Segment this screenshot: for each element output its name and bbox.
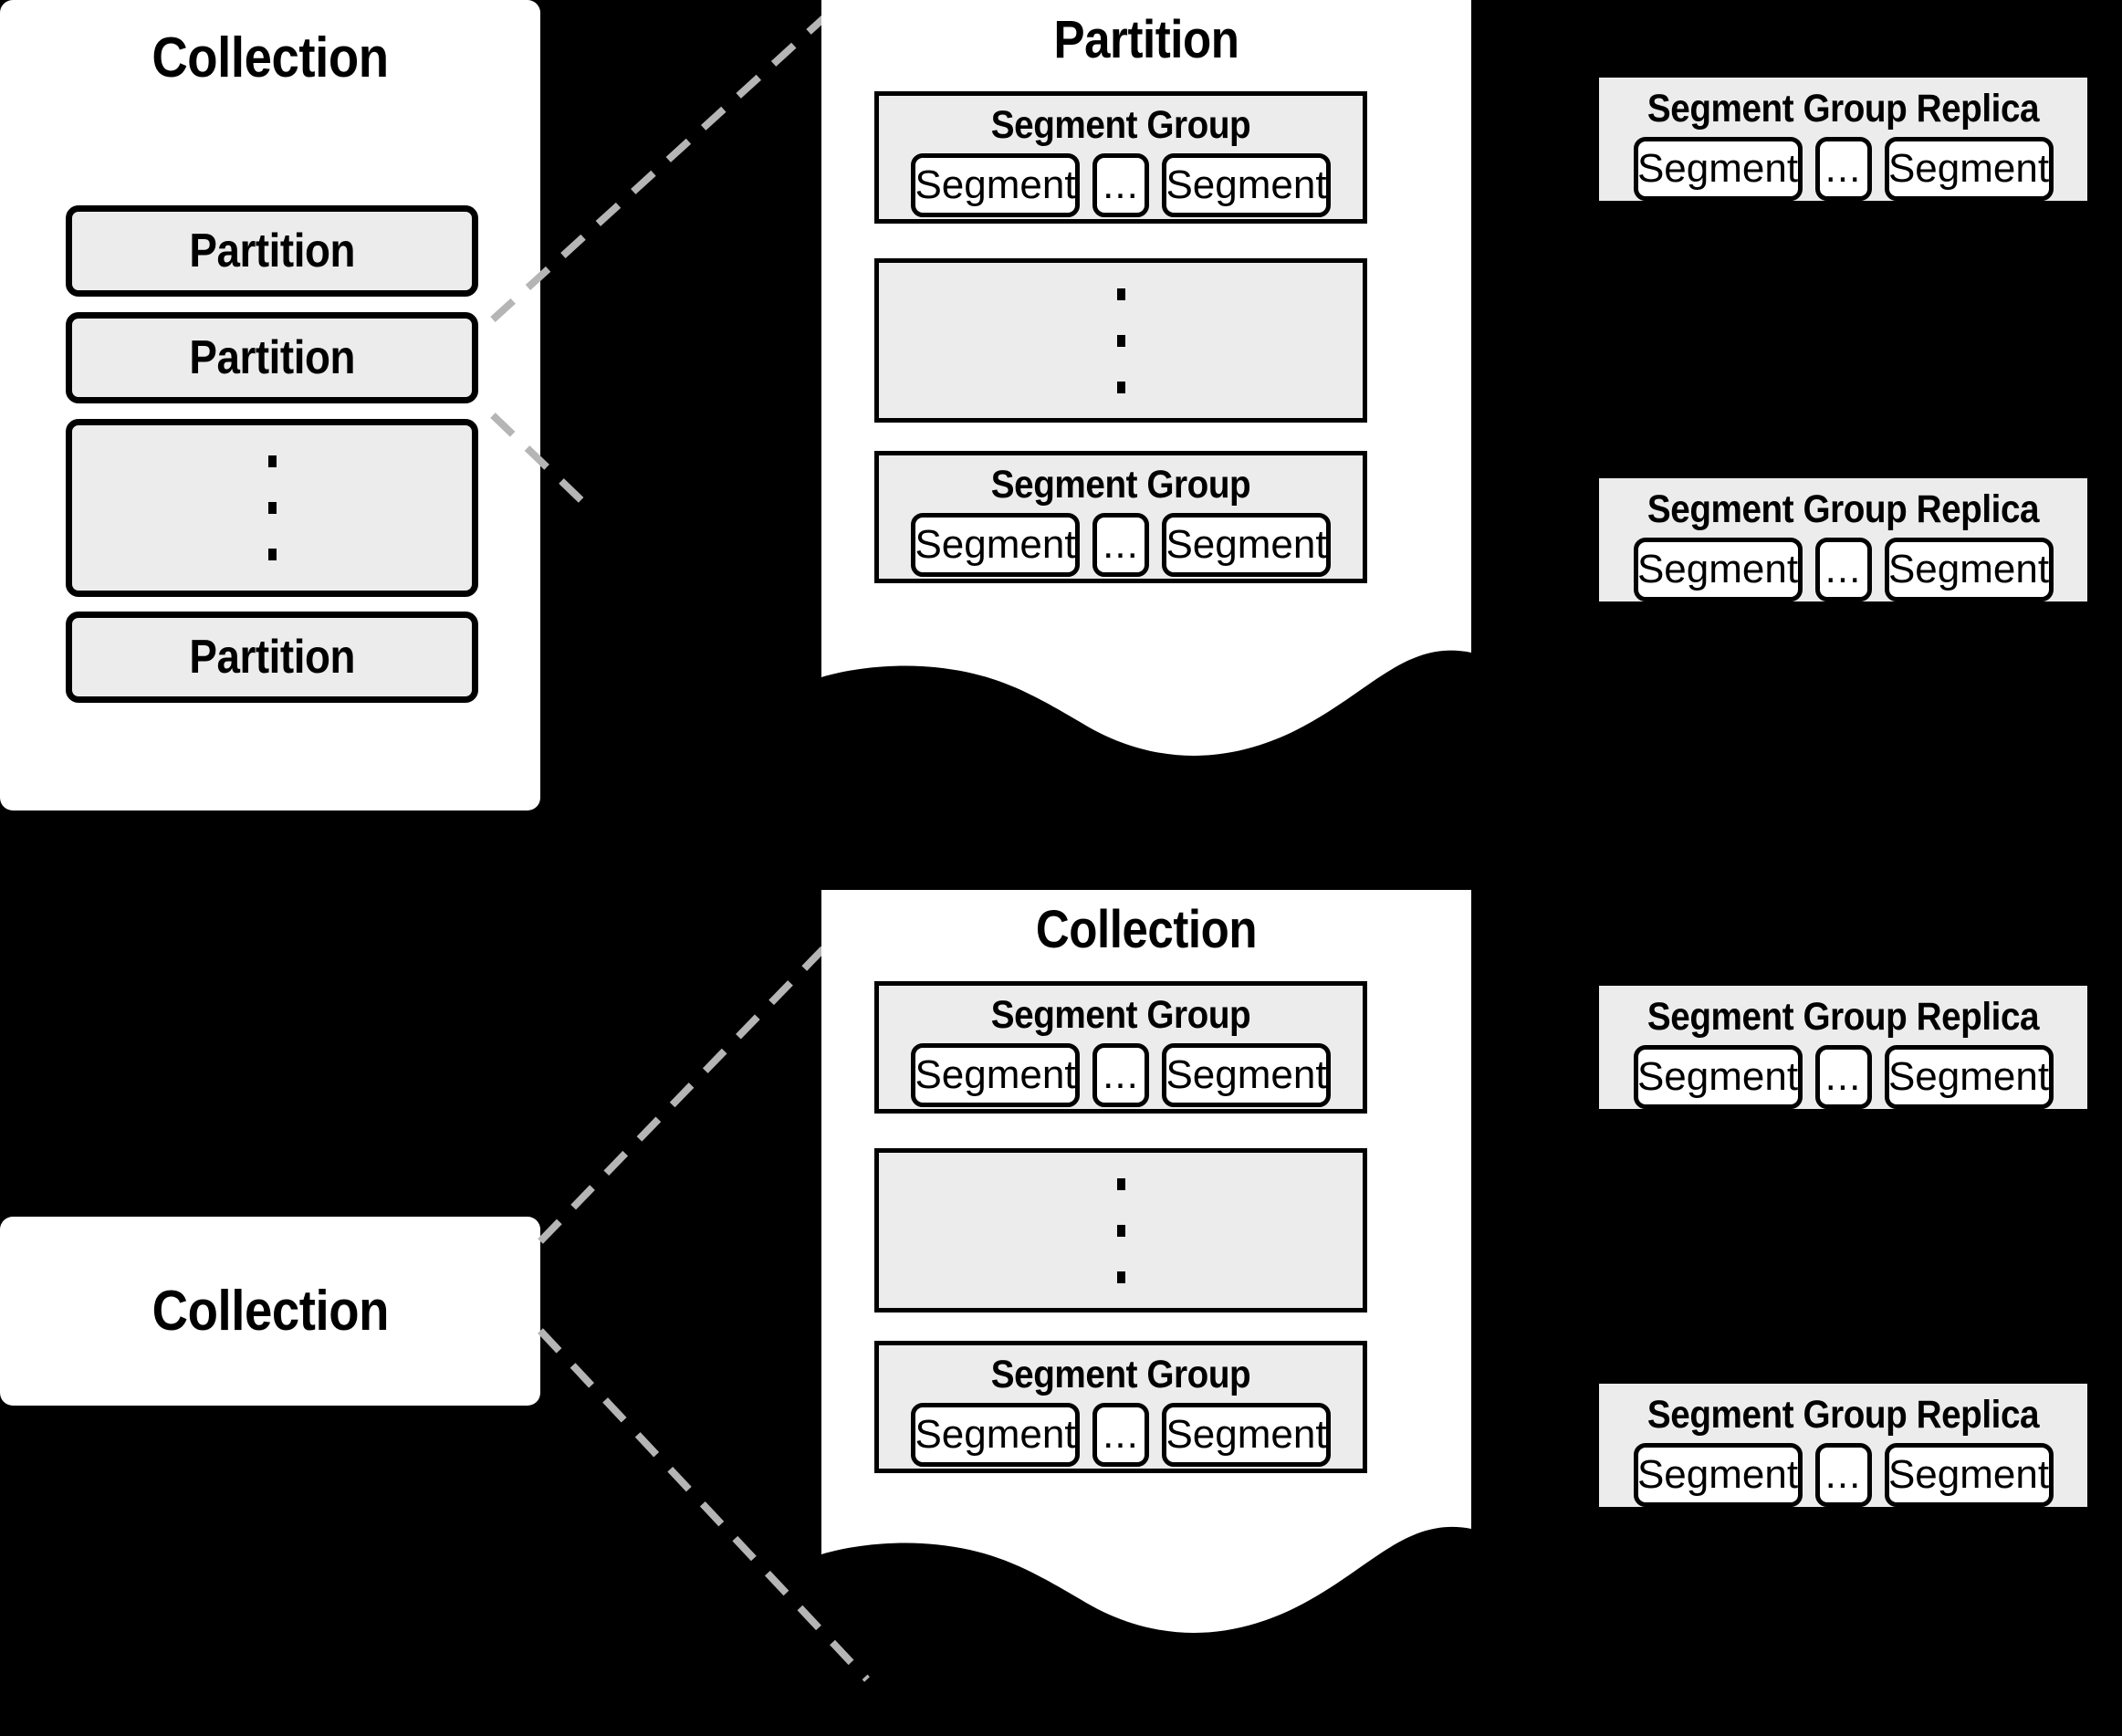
segment-list: Segment ... Segment [879, 513, 1363, 577]
segment-box[interactable]: Segment [1162, 153, 1331, 217]
partition-row-1[interactable]: Partition [66, 205, 478, 297]
vertical-ellipsis-icon [879, 1153, 1363, 1308]
segment-ellipsis: ... [1092, 513, 1149, 577]
partition-row-label: Partition [189, 331, 355, 384]
partition-row-ellipsis [66, 419, 478, 597]
bottom-collection-box-label: Collection [152, 1280, 389, 1343]
segment-group-title: Segment Group [990, 103, 1251, 147]
segment-group-title: Segment Group [990, 1353, 1251, 1396]
segment-group-replica-title: Segment Group Replica [1646, 1393, 2040, 1437]
segment-group-replica-title: Segment Group Replica [1646, 87, 2040, 131]
segment-box[interactable]: Segment [1884, 538, 2054, 601]
segment-group[interactable]: Segment Group Segment ... Segment [874, 1341, 1367, 1473]
segment-ellipsis: ... [1814, 137, 1872, 201]
segment-ellipsis: ... [1092, 1043, 1149, 1107]
partition-row-label: Partition [189, 631, 355, 684]
segment-ellipsis: ... [1092, 153, 1149, 217]
segment-list: Segment ... Segment [1599, 137, 2087, 201]
partition-row-3[interactable]: Partition [66, 612, 478, 703]
segment-box[interactable]: Segment [911, 1403, 1080, 1467]
segment-box[interactable]: Segment [1884, 1443, 2054, 1507]
segment-list: Segment ... Segment [1599, 538, 2087, 601]
segment-group-ellipsis [874, 1148, 1367, 1312]
segment-group-replica[interactable]: Segment Group Replica Segment ... Segmen… [1599, 478, 2087, 601]
segment-group-ellipsis [874, 258, 1367, 423]
segment-list: Segment ... Segment [879, 1403, 1363, 1467]
segment-box[interactable]: Segment [1633, 1045, 1803, 1109]
segment-box[interactable]: Segment [911, 1043, 1080, 1107]
bottom-collection-box[interactable]: Collection [0, 1217, 540, 1406]
segment-box[interactable]: Segment [1162, 1403, 1331, 1467]
segment-group-title: Segment Group [990, 993, 1251, 1037]
segment-list: Segment ... Segment [1599, 1443, 2087, 1507]
segment-box[interactable]: Segment [1884, 1045, 2054, 1109]
segment-ellipsis: ... [1814, 538, 1872, 601]
segment-group-replica-title: Segment Group Replica [1646, 995, 2040, 1039]
segment-box[interactable]: Segment [1162, 1043, 1331, 1107]
segment-box[interactable]: Segment [911, 513, 1080, 577]
segment-group[interactable]: Segment Group Segment ... Segment [874, 451, 1367, 583]
segment-group-replica[interactable]: Segment Group Replica Segment ... Segmen… [1599, 986, 2087, 1109]
partition-row-2[interactable]: Partition [66, 312, 478, 403]
bottom-collection-panel-content: Collection Segment Group Segment ... Seg… [821, 890, 1471, 1736]
bottom-collection-panel-title: Collection [1035, 900, 1258, 959]
segment-box[interactable]: Segment [1633, 1443, 1803, 1507]
segment-group-replica-title: Segment Group Replica [1646, 487, 2040, 531]
partition-row-label: Partition [189, 225, 355, 277]
segment-group-replica[interactable]: Segment Group Replica Segment ... Segmen… [1599, 78, 2087, 201]
segment-group[interactable]: Segment Group Segment ... Segment [874, 91, 1367, 224]
segment-ellipsis: ... [1814, 1045, 1872, 1109]
segment-group[interactable]: Segment Group Segment ... Segment [874, 981, 1367, 1114]
segment-box[interactable]: Segment [1633, 137, 1803, 201]
segment-list: Segment ... Segment [879, 1043, 1363, 1107]
segment-list: Segment ... Segment [879, 153, 1363, 217]
segment-box[interactable]: Segment [1633, 538, 1803, 601]
segment-ellipsis: ... [1092, 1403, 1149, 1467]
segment-list: Segment ... Segment [1599, 1045, 2087, 1109]
segment-box[interactable]: Segment [1884, 137, 2054, 201]
segment-group-title: Segment Group [990, 463, 1251, 507]
segment-ellipsis: ... [1814, 1443, 1872, 1507]
partition-panel-title: Partition [1053, 10, 1239, 69]
vertical-ellipsis-icon [879, 263, 1363, 418]
top-collection-title: Collection [152, 26, 389, 89]
segment-box[interactable]: Segment [1162, 513, 1331, 577]
top-collection-panel: Collection Partition Partition Partition [0, 0, 540, 810]
segment-box[interactable]: Segment [911, 153, 1080, 217]
partition-panel-content: Partition Segment Group Segment ... Segm… [821, 0, 1471, 821]
vertical-ellipsis-icon [72, 425, 472, 591]
segment-group-replica[interactable]: Segment Group Replica Segment ... Segmen… [1599, 1384, 2087, 1507]
